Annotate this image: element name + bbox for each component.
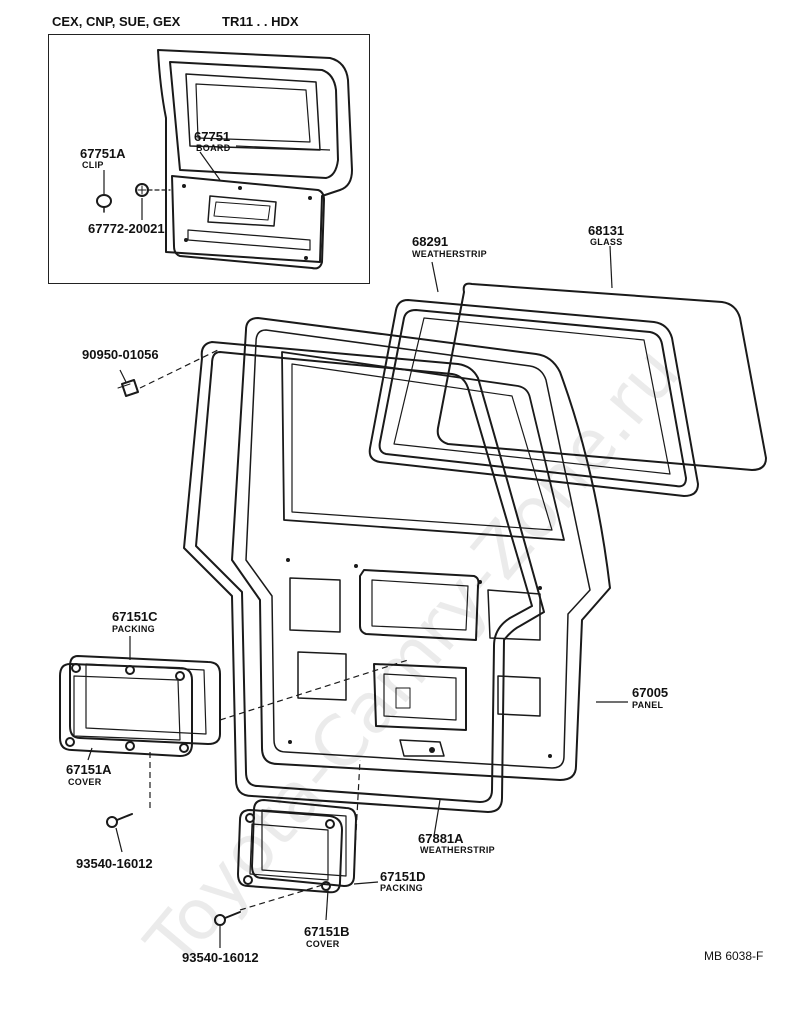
part-name-label: CLIP bbox=[82, 160, 104, 170]
packing-bottom-shape bbox=[251, 799, 357, 887]
part-name-label: WEATHERSTRIP bbox=[412, 249, 487, 259]
part-number-label: 93540-16012 bbox=[76, 856, 153, 871]
part-number-label: 67151D bbox=[380, 869, 426, 884]
part-name-label: BOARD bbox=[196, 143, 231, 153]
part-number-label: 67005 bbox=[632, 685, 669, 700]
part-number-label: 67151C bbox=[112, 609, 158, 624]
part-number-label: 68291 bbox=[412, 234, 449, 249]
inset-header-range: TR11 . . HDX bbox=[222, 14, 299, 29]
part-number-label: 68131 bbox=[588, 223, 625, 238]
part-number-label: 90950-01056 bbox=[82, 347, 159, 362]
part-name-label: COVER bbox=[306, 939, 340, 949]
part-number-label: 67881A bbox=[418, 831, 464, 846]
cover-left-shape bbox=[59, 663, 193, 757]
glass-weatherstrip-shape bbox=[368, 299, 699, 497]
screw-left-icon bbox=[106, 813, 133, 828]
screw-bottom-icon bbox=[214, 911, 241, 926]
part-name-label: PACKING bbox=[112, 624, 155, 634]
inset-header-models: CEX, CNP, SUE, GEX bbox=[52, 14, 181, 29]
diagram-code: MB 6038-F bbox=[704, 949, 764, 963]
door-weatherstrip-shape bbox=[183, 341, 545, 813]
part-number-label: 67772-20021 bbox=[88, 221, 165, 236]
part-name-label: GLASS bbox=[590, 237, 623, 247]
screw-small-icon bbox=[135, 183, 171, 197]
inset-frame bbox=[48, 34, 370, 284]
part-number-label: 67151B bbox=[304, 924, 350, 939]
board-shape bbox=[171, 175, 325, 270]
door-panel-shape bbox=[231, 317, 611, 781]
part-number-label: 93540-16012 bbox=[182, 950, 259, 965]
part-name-label: PANEL bbox=[632, 700, 664, 710]
clip-icon bbox=[96, 194, 112, 213]
part-number-label: 67151A bbox=[66, 762, 112, 777]
part-number-label: 67751A bbox=[80, 146, 126, 161]
glass-shape bbox=[436, 282, 767, 471]
part-name-label: COVER bbox=[68, 777, 102, 787]
plug-icon bbox=[117, 379, 139, 397]
packing-left-shape bbox=[69, 655, 221, 745]
part-number-label: 67751 bbox=[194, 129, 231, 144]
part-name-label: WEATHERSTRIP bbox=[420, 845, 495, 855]
part-name-label: PACKING bbox=[380, 883, 423, 893]
